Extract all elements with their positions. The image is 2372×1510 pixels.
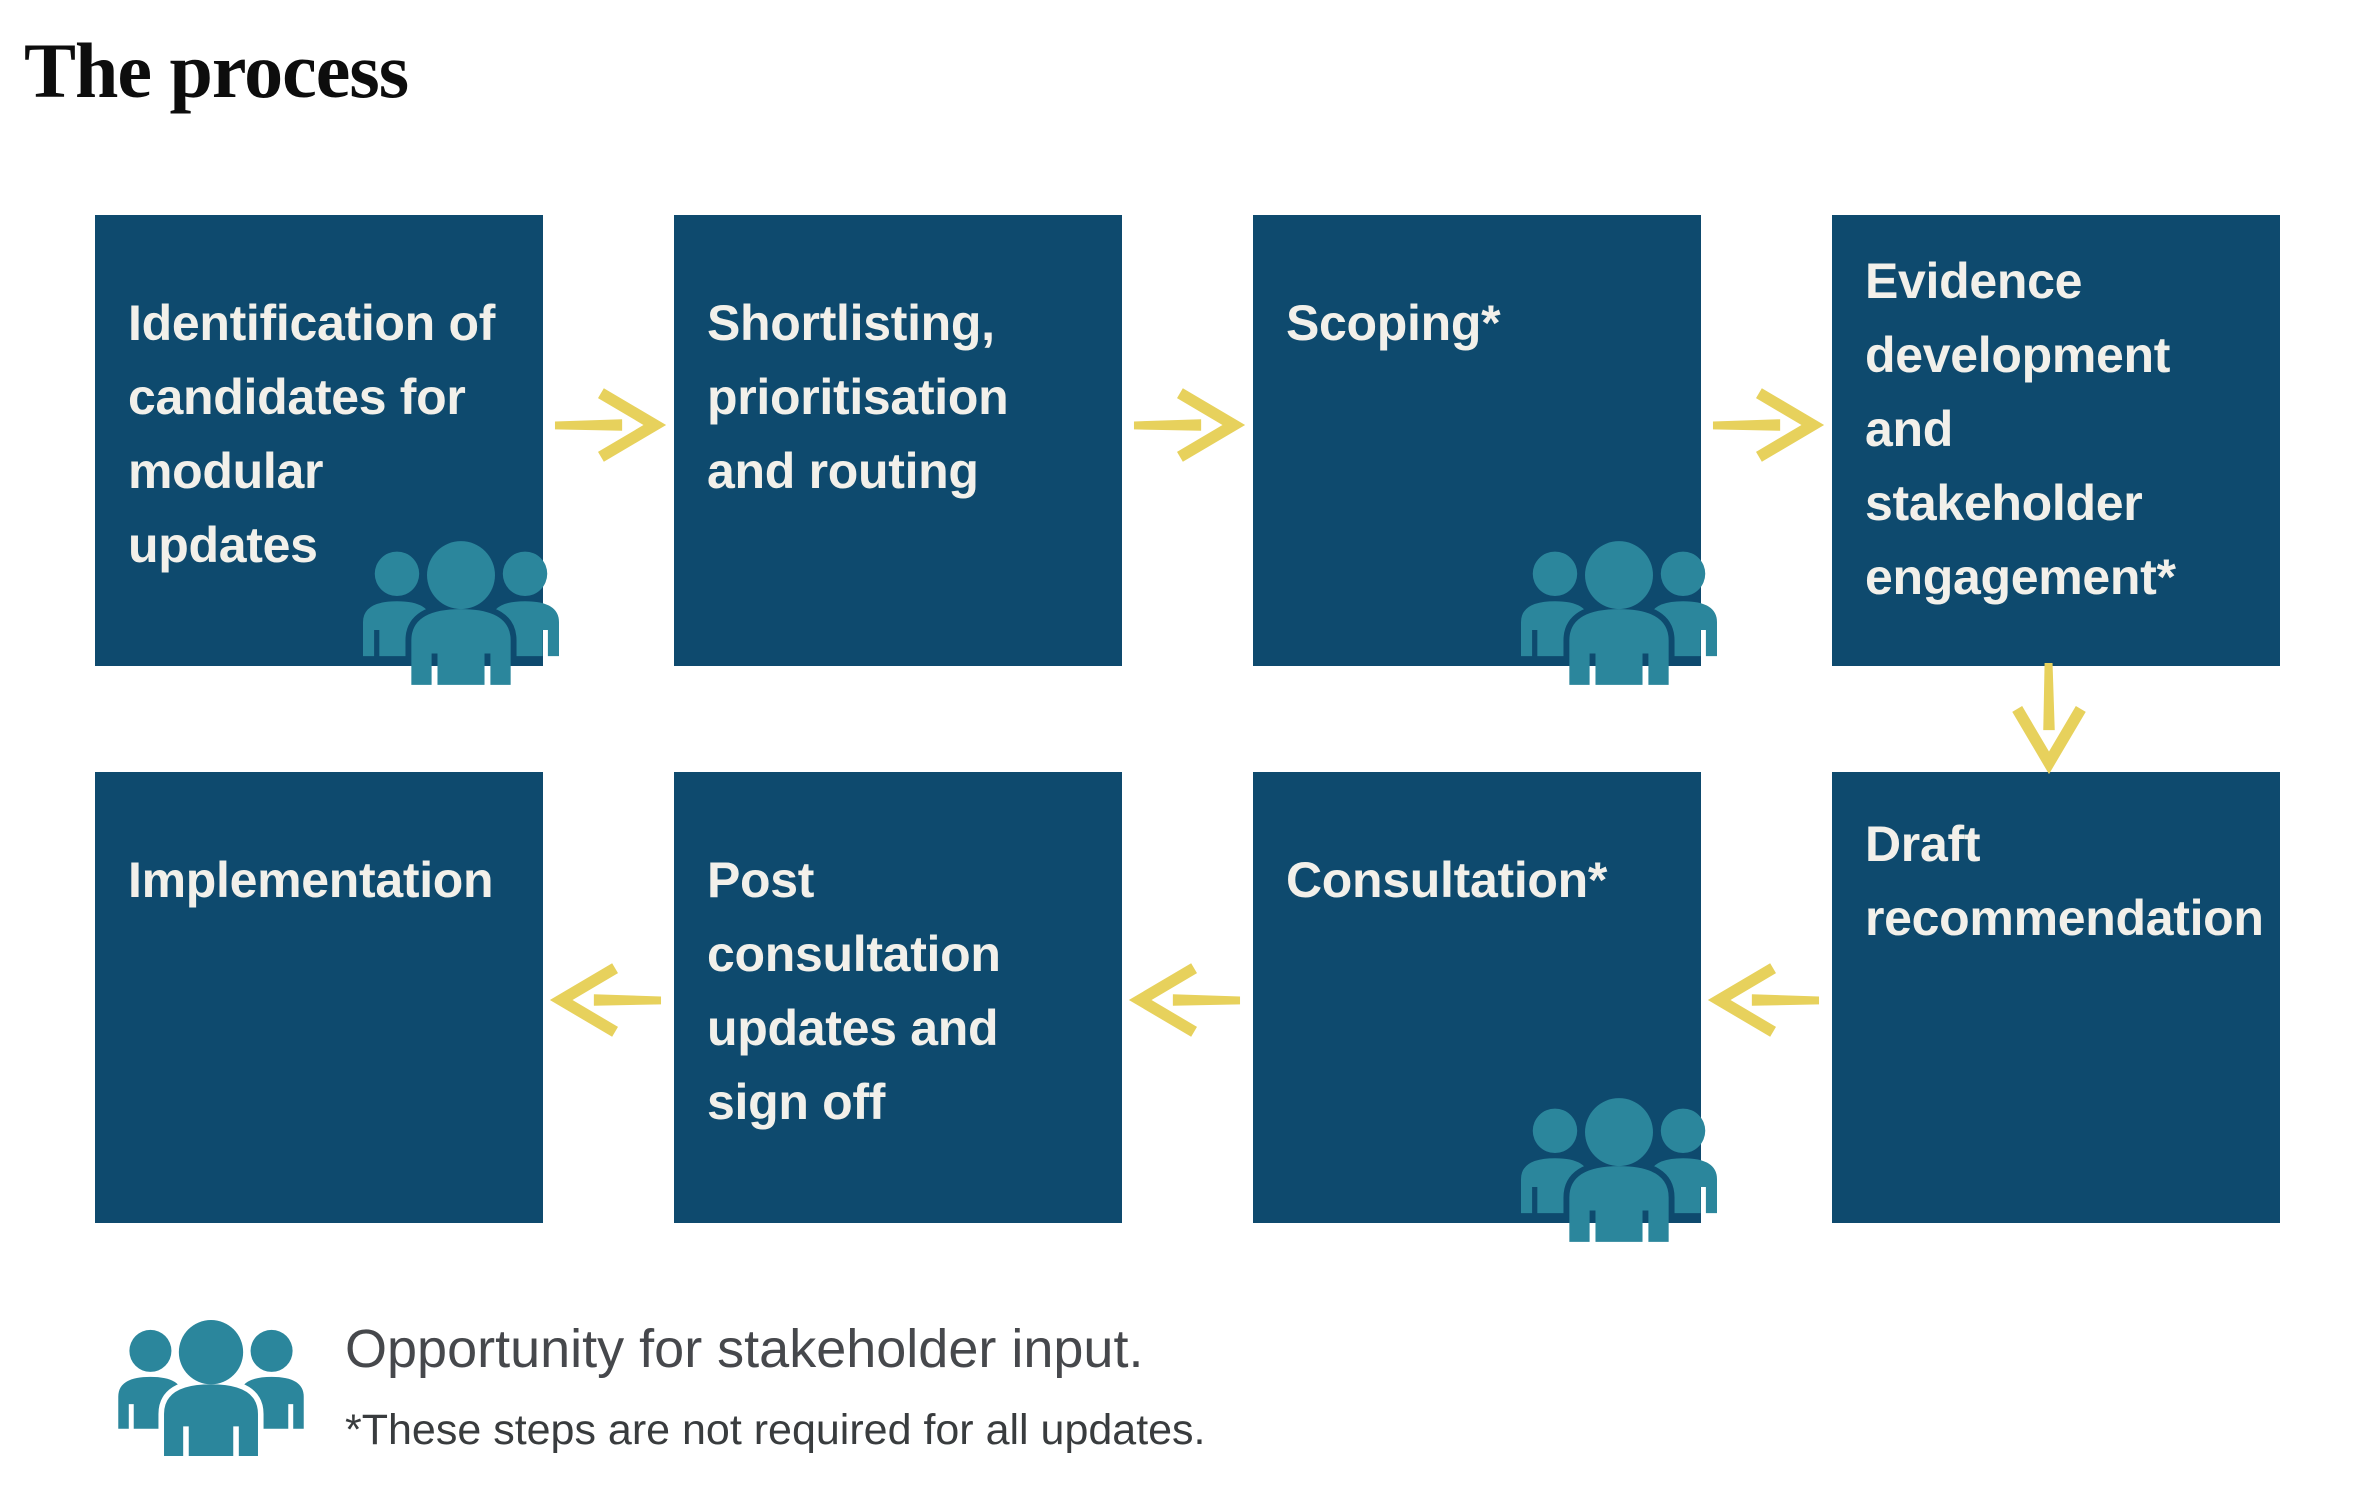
step-label: Implementation	[95, 772, 543, 917]
step-label-line: Shortlisting,	[707, 295, 995, 351]
legend-note: *These steps are not required for all up…	[345, 1406, 1206, 1454]
step-label-line: recommendation	[1865, 890, 2264, 946]
step-label-line: updates and	[707, 1000, 999, 1056]
step-label-line: engagement*	[1865, 549, 2176, 605]
step-label-line: Implementation	[128, 852, 494, 908]
step-label-line: stakeholder	[1865, 475, 2143, 531]
page-title: The process	[24, 27, 409, 114]
step-label-line: development	[1865, 327, 2171, 383]
step-label-line: Post	[707, 852, 815, 908]
process-step-box-draft: Draft recommendation	[1832, 772, 2280, 1223]
people-group-icon	[363, 541, 559, 685]
step-label: Identification of candidates for modular up…	[95, 215, 543, 582]
flow-arrow-right-icon	[1710, 387, 1822, 463]
step-label-line: Scoping*	[1286, 295, 1501, 351]
step-label-line: Draft	[1865, 816, 1981, 872]
step-label-line: and	[1865, 401, 1953, 457]
flow-arrow-right-icon	[1131, 387, 1243, 463]
flow-arrow-left-icon	[552, 962, 664, 1038]
legend-label: Opportunity for stakeholder input.	[345, 1319, 1144, 1379]
step-label: Consultation*	[1253, 772, 1701, 917]
process-step-box-evidence: Evidence development and stakeholder engagem…	[1832, 215, 2280, 666]
people-group-icon	[118, 1320, 304, 1456]
process-step-box-shortlisting: Shortlisting, prioritisation and routing	[674, 215, 1122, 666]
step-label: Shortlisting, prioritisation and routing	[674, 215, 1122, 508]
step-label: Scoping*	[1253, 215, 1701, 360]
step-label-line: sign off	[707, 1074, 886, 1130]
process-step-box-scoping: Scoping*	[1253, 215, 1701, 666]
step-label: Post consultation updates and sign off	[674, 772, 1122, 1139]
step-label-line: Consultation*	[1286, 852, 1608, 908]
flow-arrow-left-icon	[1131, 962, 1243, 1038]
legend: Opportunity for stakeholder input. *Thes…	[345, 1316, 1206, 1456]
flow-arrow-left-icon	[1710, 962, 1822, 1038]
process-step-box-consultation: Consultation*	[1253, 772, 1701, 1223]
process-step-box-post-consultation: Post consultation updates and sign off	[674, 772, 1122, 1223]
process-step-box-identification: Identification of candidates for modular up…	[95, 215, 543, 666]
step-label-line: Identification of	[128, 295, 496, 351]
process-step-box-implementation: Implementation	[95, 772, 543, 1223]
step-label-line: candidates for	[128, 369, 466, 425]
step-label-line: modular	[128, 443, 324, 499]
flow-arrow-down-icon	[2011, 663, 2087, 769]
flow-arrow-right-icon	[552, 387, 664, 463]
people-group-icon	[1521, 1098, 1717, 1242]
step-label-line: prioritisation	[707, 369, 1009, 425]
people-group-icon	[1521, 541, 1717, 685]
step-label-line: consultation	[707, 926, 1001, 982]
step-label-line: Evidence	[1865, 253, 2083, 309]
step-label-line: updates	[128, 517, 318, 573]
step-label-line: and routing	[707, 443, 979, 499]
step-label: Evidence development and stakeholder engagem…	[1832, 215, 2280, 614]
step-label: Draft recommendation	[1832, 772, 2280, 955]
